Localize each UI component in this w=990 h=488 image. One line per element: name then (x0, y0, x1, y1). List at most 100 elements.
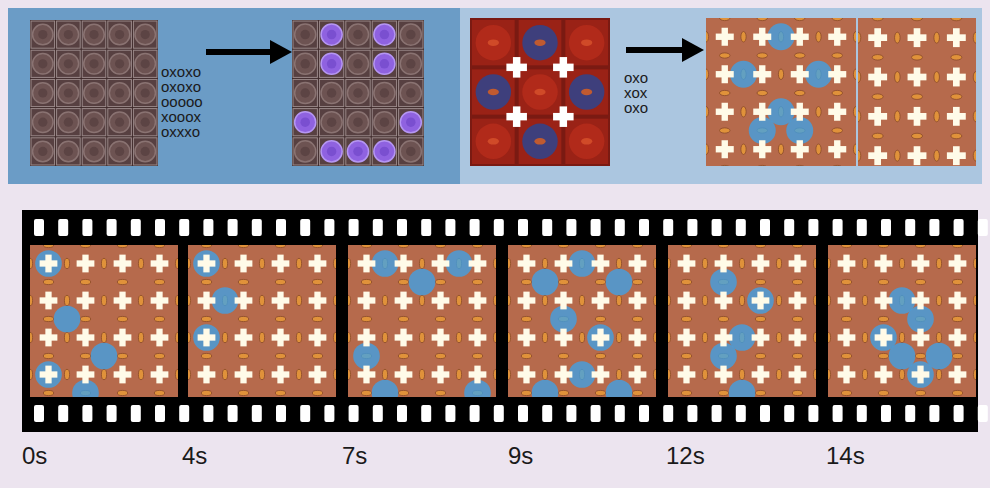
cross (358, 408, 376, 414)
droplet (813, 443, 818, 453)
droplet (175, 332, 180, 342)
cross (351, 477, 357, 488)
droplet (43, 242, 53, 247)
droplet (64, 295, 69, 305)
sprocket-hole (421, 219, 431, 236)
droplet (720, 90, 731, 95)
droplet (117, 427, 127, 432)
droplet (895, 111, 901, 122)
sprocket-hole (905, 219, 915, 236)
cross (45, 366, 51, 384)
sprocket-hole (784, 405, 794, 422)
cross (203, 255, 209, 273)
droplet (989, 279, 990, 284)
cross (678, 482, 696, 488)
cross (523, 292, 529, 310)
well-core (534, 39, 545, 46)
grid-cell (372, 138, 396, 165)
droplet (595, 242, 605, 247)
well-core (327, 59, 337, 69)
grid-cell (346, 109, 370, 136)
droplet (238, 279, 248, 284)
cross (843, 255, 849, 273)
sprocket-hole (615, 219, 625, 236)
droplet (175, 406, 180, 416)
droplet (616, 332, 621, 342)
cross (720, 403, 726, 421)
cross (752, 482, 770, 488)
grid-cell (82, 109, 106, 136)
cross (309, 445, 327, 451)
droplet (936, 258, 941, 268)
well (58, 54, 78, 74)
droplet (275, 353, 285, 358)
cross (722, 103, 728, 121)
cross (671, 403, 677, 421)
droplet (312, 390, 322, 395)
well (295, 82, 316, 103)
droplet (702, 258, 707, 268)
arrow (206, 40, 292, 64)
cross (240, 366, 246, 384)
blue-spot (606, 269, 633, 296)
droplet (185, 406, 190, 416)
well (135, 54, 155, 74)
droplet (795, 15, 806, 20)
droplet (101, 406, 106, 416)
cross (114, 445, 132, 451)
cross (834, 215, 840, 233)
droplet (755, 390, 765, 395)
sprocket-hole (542, 405, 552, 422)
well-core (89, 88, 98, 97)
network-image (825, 242, 990, 488)
cross (198, 408, 216, 414)
cross (759, 140, 765, 158)
droplet (201, 390, 211, 395)
droplet (138, 406, 143, 416)
sprocket-hole (518, 219, 528, 236)
droplet (973, 111, 979, 122)
well-core (38, 118, 47, 127)
droplet (718, 427, 728, 432)
well-core (327, 88, 337, 98)
cross (474, 366, 480, 384)
cross (986, 231, 990, 238)
cross (272, 408, 290, 414)
droplet (870, 203, 881, 208)
time-label: 14s (826, 442, 865, 470)
cross (722, 65, 728, 83)
cross (838, 408, 856, 414)
droplet (493, 332, 498, 342)
droplet (456, 443, 461, 453)
droplet (201, 242, 211, 247)
sprocket-hole (615, 405, 625, 422)
droplet (778, 219, 783, 230)
droplet (703, 32, 708, 43)
well-core (38, 59, 47, 68)
droplet (579, 295, 584, 305)
droplet (718, 390, 728, 395)
droplet (595, 390, 605, 395)
droplet (138, 369, 143, 379)
cross (716, 184, 734, 190)
droplet (27, 258, 32, 268)
droplet (64, 443, 69, 453)
cross (400, 477, 406, 488)
well (295, 53, 316, 74)
cross (45, 403, 51, 421)
sprocket-hole (470, 219, 480, 236)
cross (917, 329, 923, 347)
droplet (792, 390, 802, 395)
blue-spot (464, 380, 491, 407)
cross (400, 440, 406, 458)
droplet (222, 258, 227, 268)
grid-cell (565, 69, 608, 114)
droplet (973, 369, 978, 379)
grid-cell (319, 109, 343, 136)
droplet (899, 258, 904, 268)
droplet (855, 32, 861, 43)
droplet (382, 480, 387, 488)
droplet (878, 353, 888, 358)
droplet (175, 295, 180, 305)
droplet (579, 406, 584, 416)
